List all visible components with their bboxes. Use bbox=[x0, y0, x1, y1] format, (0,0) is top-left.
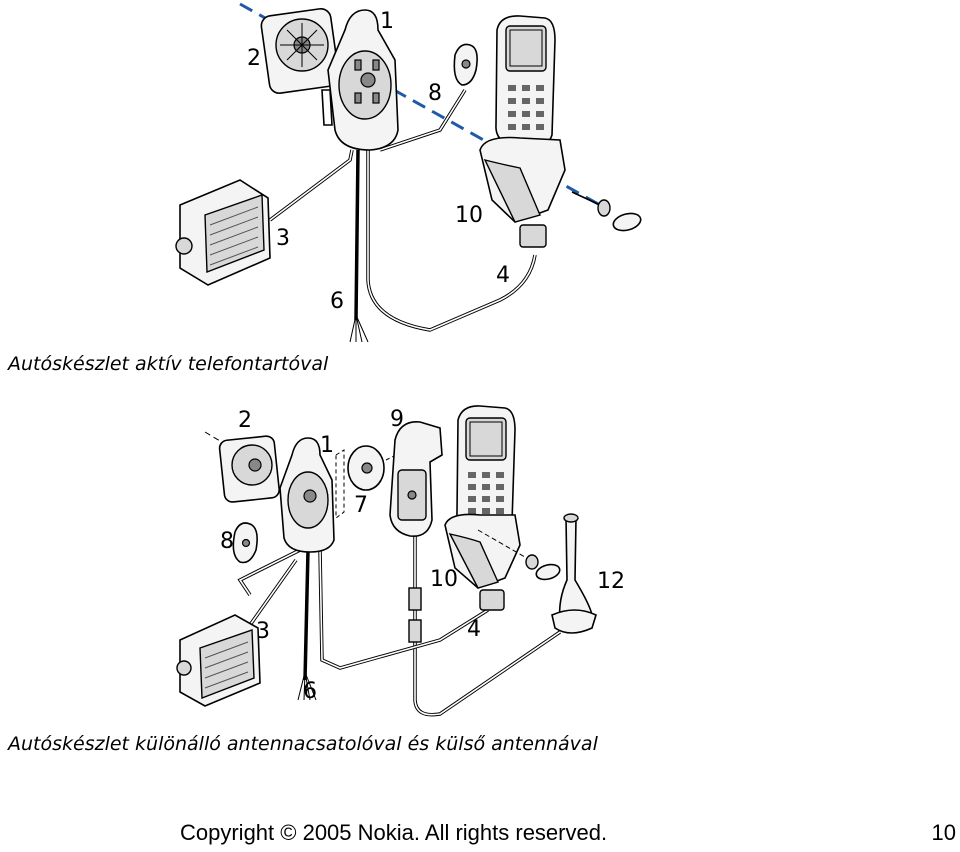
power-wires bbox=[349, 314, 369, 343]
active-holder bbox=[444, 513, 521, 611]
callout-4: 4 bbox=[467, 617, 481, 642]
microphone bbox=[218, 435, 280, 503]
mounting-screw bbox=[571, 191, 642, 232]
figure-caption-2: Autóskészlet különálló antennacsatolóval… bbox=[8, 733, 598, 755]
callout-2: 2 bbox=[247, 46, 261, 71]
push-button bbox=[232, 522, 258, 564]
page-number: 10 bbox=[931, 820, 956, 845]
antenna-coupler bbox=[389, 421, 443, 537]
callout-6: 6 bbox=[330, 289, 344, 314]
callout-4: 4 bbox=[496, 263, 510, 288]
callout-1: 1 bbox=[320, 433, 334, 458]
loudspeaker bbox=[175, 179, 271, 286]
callout-9: 9 bbox=[390, 407, 404, 432]
handsfree-unit bbox=[279, 437, 335, 553]
figure-caption-1: Autóskészlet aktív telefontartóval bbox=[8, 353, 329, 375]
callout-1: 1 bbox=[380, 9, 394, 34]
power-wires bbox=[297, 671, 317, 701]
page-footer: Copyright © 2005 Nokia. All rights reser… bbox=[0, 818, 960, 852]
microphone bbox=[260, 7, 340, 94]
external-antenna bbox=[551, 513, 597, 634]
callout-12: 12 bbox=[597, 569, 625, 594]
callout-7: 7 bbox=[354, 493, 368, 518]
copyright-notice: Copyright © 2005 Nokia. All rights reser… bbox=[180, 820, 608, 845]
speaker-cable bbox=[268, 149, 354, 222]
antenna-coupler-plate bbox=[335, 445, 395, 519]
callout-10: 10 bbox=[455, 203, 483, 228]
callout-6: 6 bbox=[303, 679, 317, 704]
mounting-screw bbox=[477, 529, 561, 581]
active-holder bbox=[479, 136, 566, 248]
car-kit-active-holder-diagram: 1 2 3 4 6 8 10 bbox=[0, 0, 960, 350]
callout-10: 10 bbox=[430, 567, 458, 592]
handsfree-unit bbox=[321, 9, 399, 151]
car-kit-external-antenna-diagram: 1 2 3 4 6 7 8 9 10 12 bbox=[0, 400, 960, 730]
antenna-connector bbox=[408, 587, 422, 611]
callout-8: 8 bbox=[220, 529, 234, 554]
callout-8: 8 bbox=[428, 81, 442, 106]
mobile-phone bbox=[495, 15, 556, 148]
push-button bbox=[453, 43, 478, 86]
callout-3: 3 bbox=[276, 226, 290, 251]
cable-bundle bbox=[354, 149, 360, 321]
mobile-phone bbox=[456, 405, 516, 534]
callout-2: 2 bbox=[238, 408, 252, 433]
callout-3: 3 bbox=[256, 619, 270, 644]
loudspeaker bbox=[176, 614, 261, 707]
